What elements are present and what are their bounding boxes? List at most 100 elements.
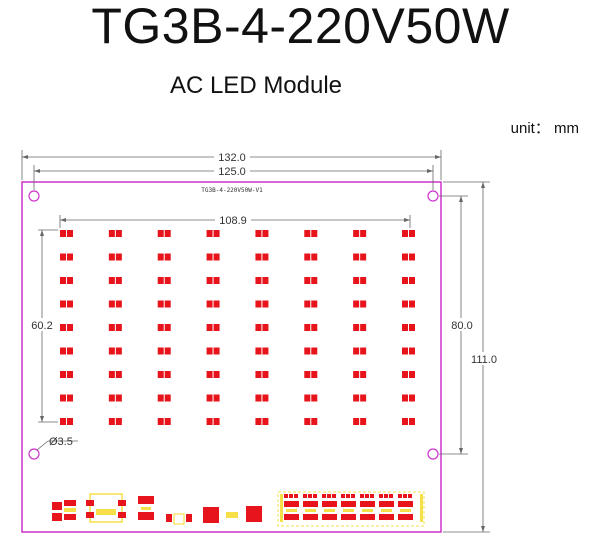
led-chip [304,418,318,425]
led-chip [402,394,415,402]
led-chip [157,277,171,284]
resistor-bank [280,494,423,522]
resistor-pad [305,509,316,512]
component-pad [138,496,154,504]
resistor-pad [332,494,336,498]
component-pad [118,500,126,506]
led-chip [255,253,269,261]
resistor-pad [303,514,318,520]
resistor-pad [341,514,356,520]
unit-label: unit： mm [510,120,579,137]
led-chip [304,277,318,284]
component-pad [64,514,76,520]
led-chip [304,253,318,261]
component-pad [86,500,94,506]
led-chip [60,230,73,237]
resistor-pad [379,494,383,498]
resistor-pad [343,509,354,512]
board-outline [21,181,442,533]
led-chip [157,300,171,308]
dim-overall-width: 132.0 [21,150,442,180]
component-pad [186,514,192,522]
led-chip [108,230,122,237]
resistor-pad [313,494,317,498]
led-chip [108,253,122,261]
component-outline [173,513,185,525]
led-chip [206,253,220,261]
resistor-pad [327,494,331,498]
component-pad [141,507,151,510]
led-chip [255,371,269,378]
led-chip [255,394,269,402]
mounting-hole-bottom-right [427,448,439,460]
resistor-pad [284,514,299,520]
led-chip [402,418,415,425]
resistor-bank-outline [277,491,425,527]
component-pad [166,514,172,522]
resistor-pad [360,514,375,520]
mounting-hole-bottom-left [28,448,40,460]
resistor-pad [284,501,299,507]
resistor-pad [389,494,393,498]
led-chip [402,277,415,284]
resistor-pad [289,494,293,498]
led-chip [255,324,269,331]
dim-led-span-x: 108.9 [59,213,411,228]
led-chip [108,371,122,378]
resistor-pad [341,494,345,498]
resistor-pad [303,494,307,498]
led-chip [255,230,269,237]
resistor-pad [303,501,318,507]
led-chip [402,324,415,331]
led-chip [402,347,415,355]
dim-led-span-y: 60.2 [28,229,58,423]
led-chip [60,277,73,284]
component-pad [52,502,62,510]
resistor-pad [341,501,356,507]
component-pad [138,512,154,520]
led-chip [206,371,220,378]
mounting-holes [28,190,439,460]
led-chip [255,347,269,355]
led-chip [304,394,318,402]
resistor-pad [286,509,297,512]
mounting-hole-top-left [28,190,40,202]
led-chip [108,300,122,308]
dim-hole-diameter-label: Ø3.5 [49,436,73,448]
resistor-pad [322,494,326,498]
led-chip [402,300,415,308]
page-subtitle: AC LED Module [169,72,343,99]
dim-hole-diameter: Ø3.5 [36,436,78,451]
dim-overall-height: 111.0 [443,181,499,533]
resistor-pad [398,494,402,498]
component-pad [86,512,94,518]
led-chip [353,418,367,425]
led-chip [353,324,367,331]
led-chip [60,418,73,425]
board-label: TG3B-4-220V50W-V1 [201,187,263,194]
resistor-pad [360,501,375,507]
led-chip [157,230,171,237]
led-chip [206,418,220,425]
resistor-pad [420,494,423,522]
component-pad [118,512,126,518]
led-chip [108,394,122,402]
ic-pad [203,507,219,523]
resistor-pad [384,494,388,498]
dim-hole-spacing-y-label: 80.0 [451,320,472,332]
led-chip [402,371,415,378]
led-chip [255,277,269,284]
led-chip [353,277,367,284]
resistor-pad [360,494,364,498]
led-chip [304,324,318,331]
resistor-pad [308,494,312,498]
resistor-pad [379,501,394,507]
led-chip [353,253,367,261]
led-chip [353,230,367,237]
led-chip [353,371,367,378]
led-chip [157,371,171,378]
dim-hole-spacing-y: 80.0 [439,195,476,455]
resistor-pad [403,494,407,498]
resistor-pad [398,514,413,520]
